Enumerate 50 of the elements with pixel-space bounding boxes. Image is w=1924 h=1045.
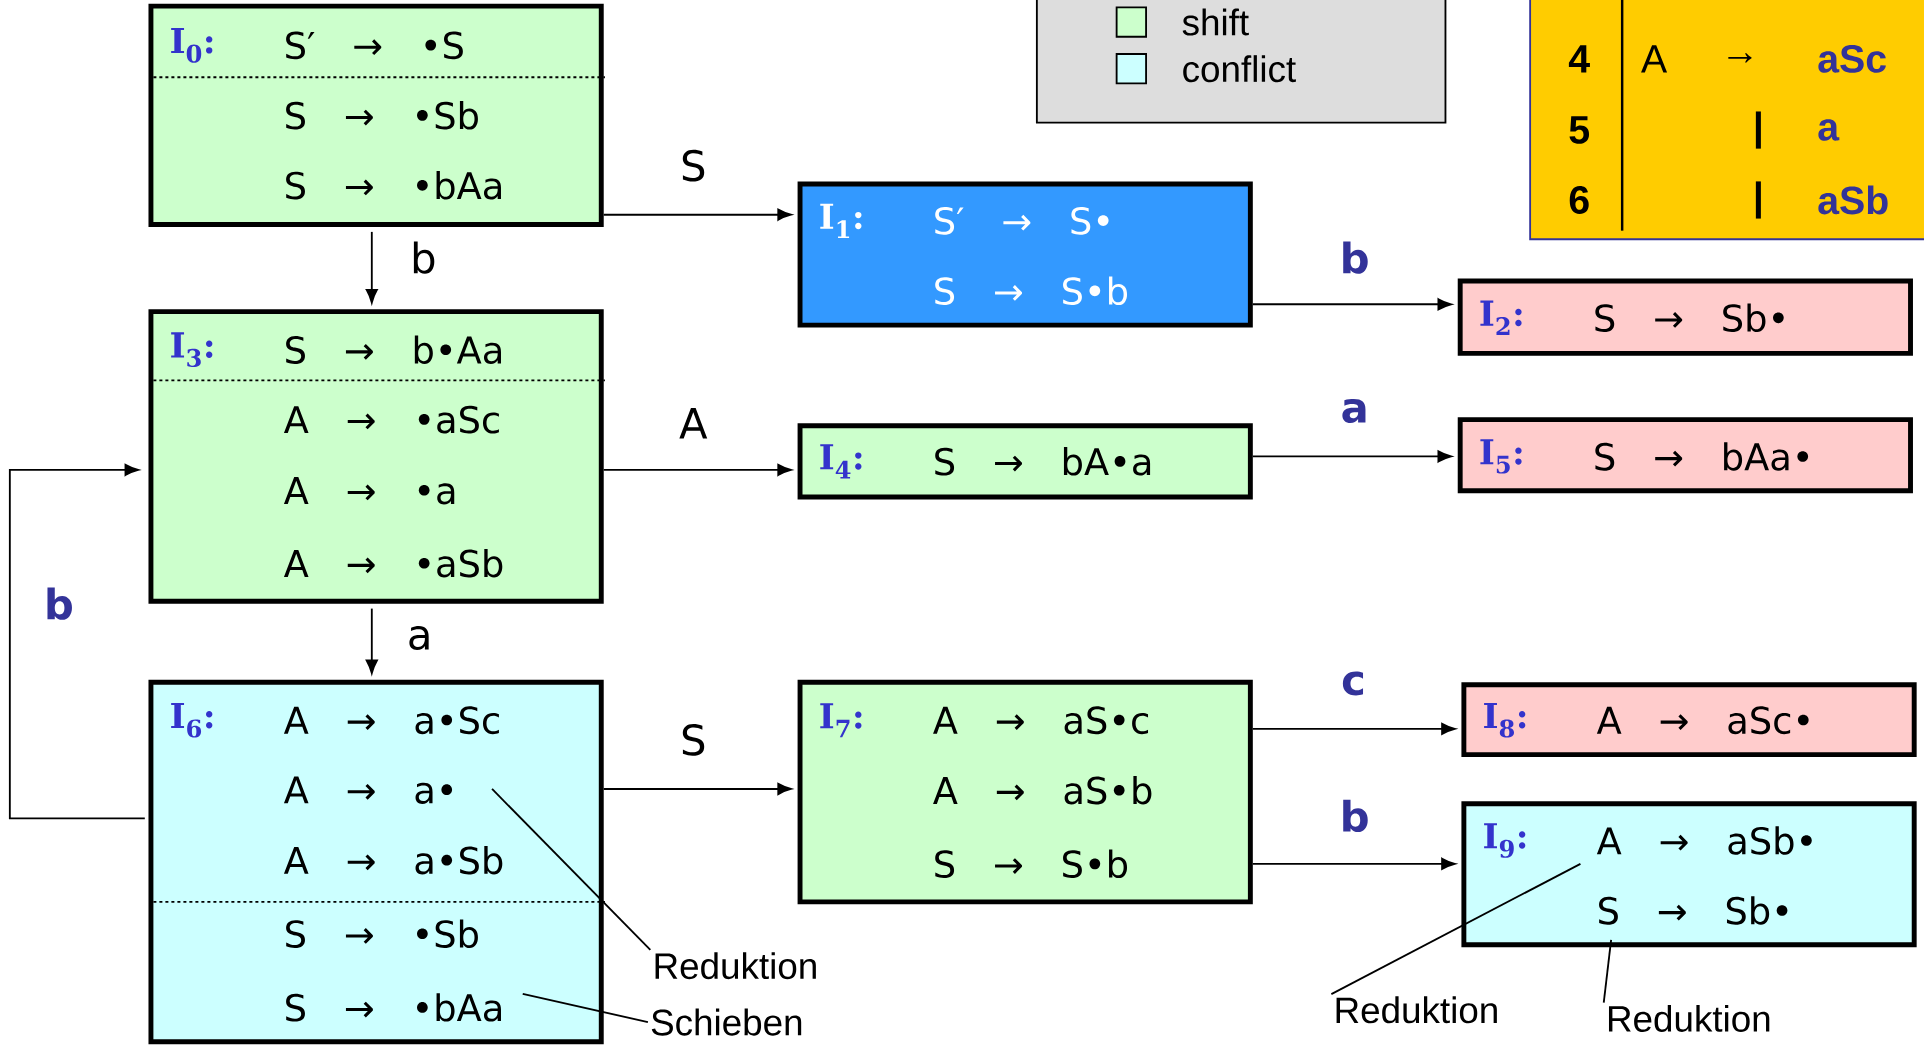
table-cell: → (1728, 53, 1752, 63)
state-box: I$_{2}$: S → Sb• (1457, 278, 1913, 356)
annotation-text: Reduktion (1336, 996, 1497, 1024)
state-box: I$_{6}$: A → a•Sc A → a• A → a•Sb S → •Sb S → •bAa (148, 679, 606, 1044)
edge-label: b (1338, 798, 1371, 833)
state-box: I$_{0}$: S′ → •S S → •Sb S → •bAa (148, 3, 606, 227)
annotation-text: Reduktion (655, 951, 816, 979)
table-cell: | (1755, 181, 1761, 219)
arrow (1251, 722, 1456, 735)
edge-label: b (43, 586, 75, 621)
state-box: I$_{8}$: A → aSc• (1461, 682, 1917, 757)
edge-label: A (678, 406, 709, 440)
state-box: I$_{3}$: S → b•Aa A → •aSc A → •a A → •aSb (148, 309, 606, 604)
arrow (602, 463, 792, 476)
edge-label: S (679, 148, 708, 183)
legend-label: shift (1182, 8, 1249, 36)
table-cell: 5 (1569, 116, 1590, 144)
state-box: I$_{4}$: S → bA•a (797, 423, 1253, 500)
arrow (602, 782, 792, 795)
table-cell: A (1641, 45, 1668, 73)
state-box: I$_{1}$: S′ → S• S → S•b (797, 181, 1253, 328)
edge-label: b (409, 240, 438, 275)
table-cell: a (1818, 119, 1840, 141)
arrow (1251, 857, 1456, 870)
leader-line (521, 992, 649, 1023)
state-box: I$_{9}$: A → aSb• S → Sb• (1461, 801, 1917, 948)
state-box: I$_{5}$: S → bAa• (1457, 416, 1913, 494)
state-box: I$_{7}$: A → aS•c A → aS•b S → S•b (797, 679, 1253, 905)
leader-line (491, 787, 652, 951)
arrow (365, 230, 378, 304)
arrow (1251, 298, 1452, 311)
leader-line (1602, 938, 1613, 1004)
legend-label: conflict (1183, 55, 1296, 82)
table-cell: 6 (1569, 185, 1589, 214)
edge-label: a (405, 624, 434, 651)
edge-label: a (1339, 397, 1370, 424)
edge-label: S (679, 722, 708, 757)
edge-label: c (1340, 670, 1367, 697)
annotation-text: Reduktion (1609, 1004, 1770, 1032)
arrow (8, 463, 146, 820)
annotation-text: Schieben (651, 1008, 802, 1036)
leader-line (1330, 862, 1582, 995)
edge-label: b (1338, 240, 1371, 275)
arrow (365, 607, 378, 674)
table-cell: aSc (1818, 44, 1886, 73)
arrow (1251, 450, 1452, 463)
table-cell: aSb (1818, 185, 1888, 215)
table-cell: 4 (1568, 45, 1590, 73)
table-cell: | (1755, 111, 1761, 149)
arrow (602, 208, 792, 221)
